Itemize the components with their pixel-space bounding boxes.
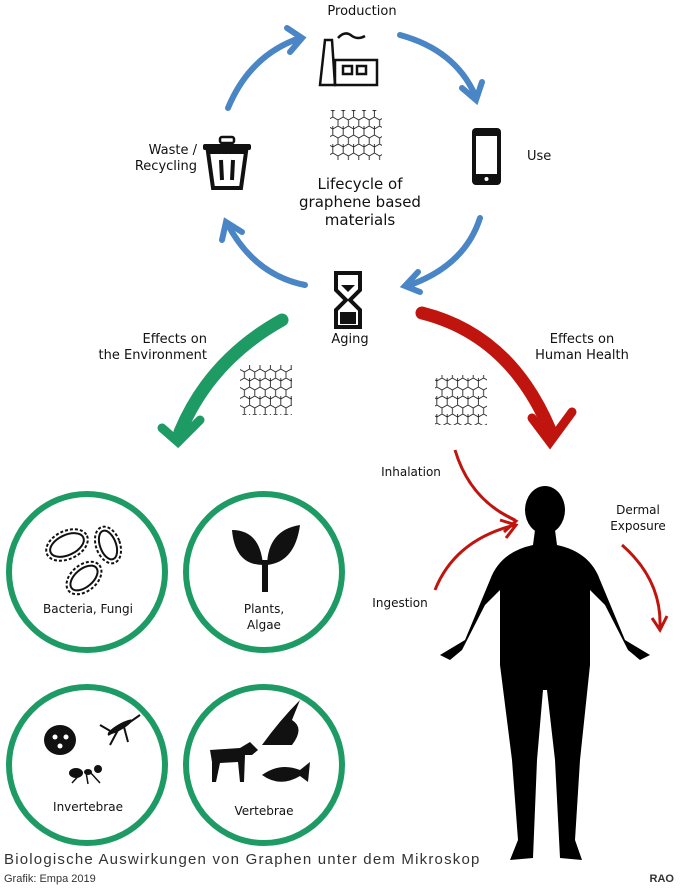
arrow-production-to-use — [397, 32, 478, 98]
factory-icon — [318, 32, 379, 87]
label-bacteria-fungi: Bacteria, Fungi — [43, 602, 133, 616]
label-effects-environment: Effects on the Environment — [98, 332, 207, 363]
organism-circles — [6, 491, 345, 846]
label-use: Use — [527, 149, 552, 164]
ladybug-icon — [44, 725, 76, 755]
label-ingestion: Ingestion — [372, 596, 428, 610]
label-aging: Aging — [331, 332, 369, 347]
graphene-lattice-icon — [435, 375, 487, 425]
cycle-arrows — [219, 25, 485, 295]
agency-mark: RAO — [649, 873, 674, 885]
label-lifecycle-center: Lifecycle of graphene based materials — [299, 175, 421, 229]
exposure-arrows — [433, 449, 669, 633]
label-plants-algae: Plants, Algae — [243, 602, 285, 632]
label-dermal-exposure: Dermal Exposure — [610, 503, 666, 533]
health-arrow — [415, 306, 577, 450]
label-effects-health: Effects on Human Health — [535, 332, 629, 363]
label-inhalation: Inhalation — [381, 465, 441, 479]
horse-icon — [210, 742, 258, 782]
label-vertebrae: Vertebrae — [234, 804, 294, 818]
smartphone-icon — [472, 128, 501, 185]
bacteria-icon — [45, 525, 123, 596]
arrow-aging-to-waste — [225, 222, 308, 288]
label-production: Production — [327, 4, 397, 19]
trash-can-icon — [203, 135, 251, 190]
plant-icon — [232, 525, 300, 592]
ant-icon — [69, 765, 102, 785]
hourglass-icon — [334, 271, 362, 329]
vertebrate-icons — [210, 700, 310, 782]
arrow-use-to-aging — [407, 215, 483, 288]
graphene-lattice-icon — [330, 110, 382, 160]
human-silhouette — [440, 486, 650, 860]
credit: Grafik: Empa 2019 — [4, 873, 96, 885]
arrow-waste-to-production — [225, 35, 303, 111]
label-invertebrae: Invertebrae — [53, 800, 123, 814]
label-waste-recycling: Waste / Recycling — [134, 143, 197, 174]
caption: Biologische Auswirkungen von Graphen unt… — [4, 851, 481, 868]
fish-icon — [262, 762, 310, 782]
environment-arrow — [157, 313, 289, 449]
graphene-lattice-icon — [240, 365, 292, 415]
eagle-icon — [262, 700, 300, 745]
invertebrate-icons — [44, 714, 141, 785]
